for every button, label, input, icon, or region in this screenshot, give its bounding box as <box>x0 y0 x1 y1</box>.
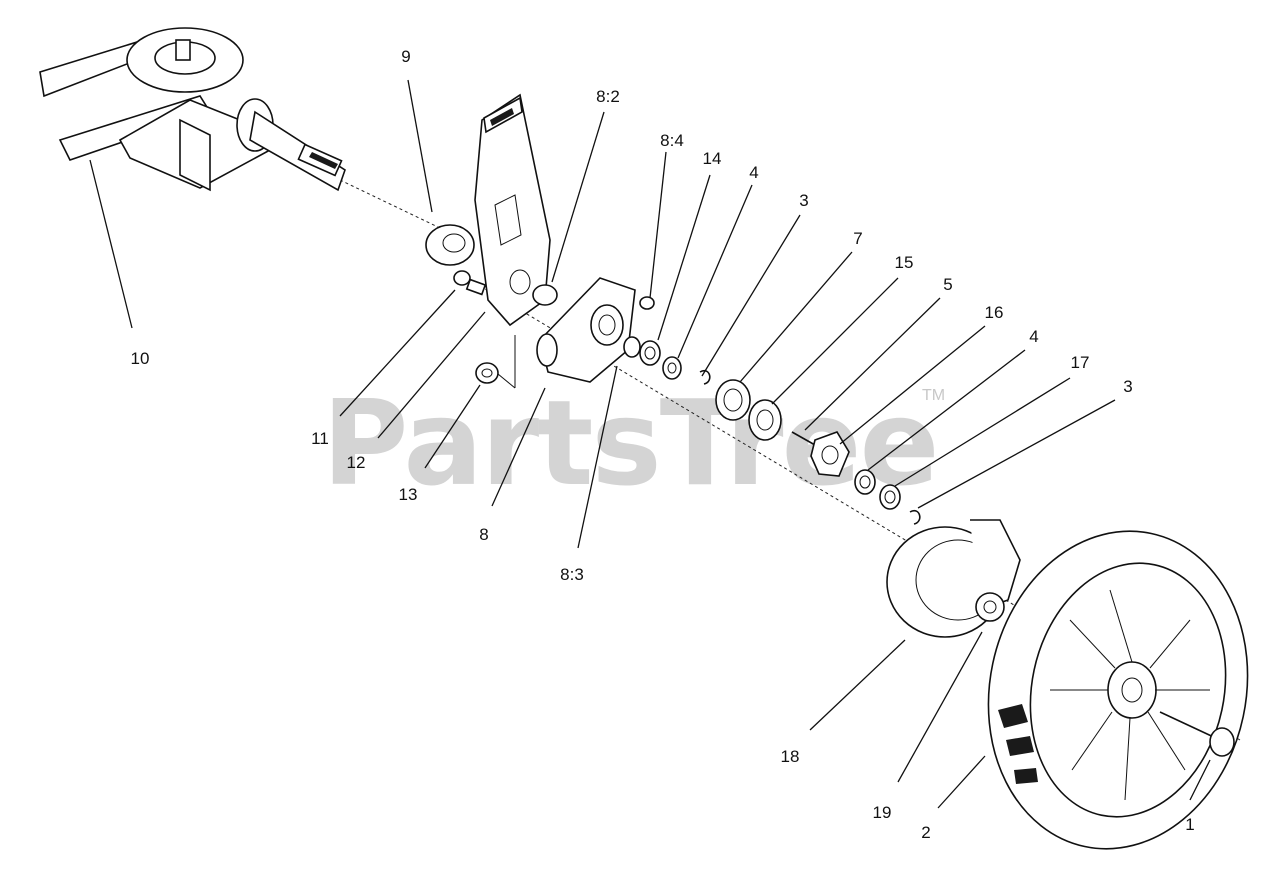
part-13-nut <box>475 335 516 389</box>
callout-16: 16 <box>985 303 1004 322</box>
callout-14: 14 <box>703 149 722 168</box>
callout-8: 8 <box>479 525 488 544</box>
part-8-housing <box>532 277 641 383</box>
callout-15: 15 <box>895 253 914 272</box>
callout-18: 18 <box>781 747 800 766</box>
callout-1: 1 <box>1185 815 1194 834</box>
part-17 <box>879 484 901 510</box>
part-16 <box>810 431 850 477</box>
callout-2: 2 <box>921 823 930 842</box>
callout-9: 9 <box>401 47 410 66</box>
callout-5: 5 <box>943 275 952 294</box>
callout-8-4: 8:4 <box>660 131 684 150</box>
part-19-washer <box>975 592 1005 622</box>
callout-8-3: 8:3 <box>560 565 584 584</box>
part-3b <box>909 509 921 525</box>
part-14 <box>639 340 661 366</box>
part-4b <box>854 469 876 495</box>
callout-8-2: 8:2 <box>596 87 620 106</box>
callout-3b: 3 <box>1123 377 1132 396</box>
callout-11: 11 <box>311 429 329 448</box>
callout-7: 7 <box>853 229 862 248</box>
callout-labels: 10 9 8:2 8:4 14 4 3 7 15 5 16 4 17 3 11 … <box>131 47 1195 842</box>
callout-10: 10 <box>131 349 150 368</box>
part-15 <box>748 399 782 441</box>
watermark-trademark: TM <box>922 387 945 404</box>
callout-3a: 3 <box>799 191 808 210</box>
part-18-wheel-cover <box>886 519 1021 638</box>
callout-13: 13 <box>399 485 418 504</box>
part-4a <box>662 356 682 380</box>
part-8-4-screw <box>639 296 655 310</box>
assembly-centerline <box>339 179 1241 741</box>
part-9-washer <box>425 224 475 266</box>
callout-17: 17 <box>1071 353 1090 372</box>
part-transmission-assembly <box>39 27 346 192</box>
part-2-wheel <box>987 530 1249 850</box>
leader-lines <box>89 79 1211 809</box>
part-11-12-bolt <box>453 270 487 296</box>
part-washer-stack <box>639 340 921 525</box>
part-1-bolt <box>1159 711 1235 757</box>
part-7 <box>715 379 751 421</box>
callout-19: 19 <box>873 803 892 822</box>
callout-4a: 4 <box>749 163 758 182</box>
callout-4b: 4 <box>1029 327 1038 346</box>
part-5 <box>791 431 816 446</box>
callout-12: 12 <box>347 453 366 472</box>
part-8-2-bracket <box>474 93 551 327</box>
